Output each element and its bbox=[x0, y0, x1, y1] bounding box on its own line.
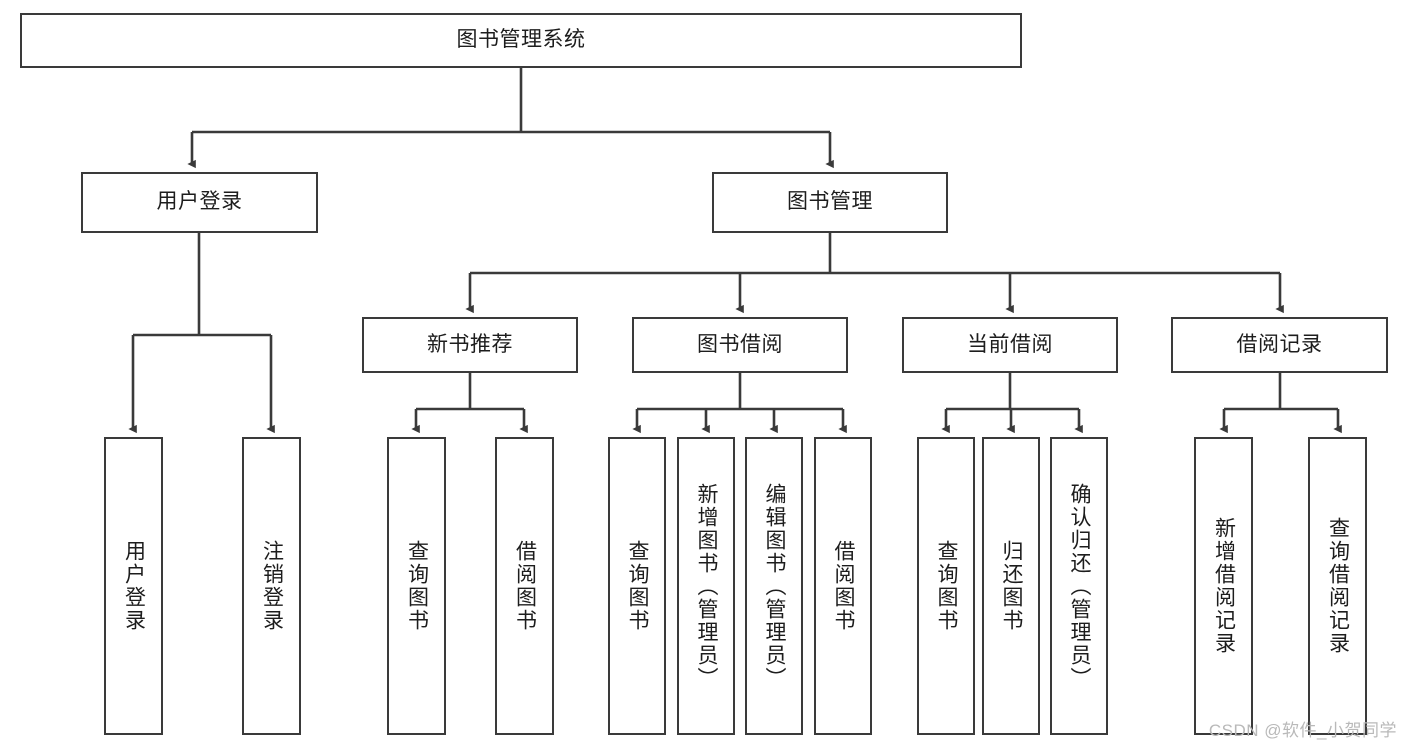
leaf-query-book-3-label: 查询图书 bbox=[935, 540, 959, 632]
leaf-user-login[interactable]: 用户登录 bbox=[104, 437, 163, 735]
node-borrow-record-label: 借阅记录 bbox=[1236, 332, 1323, 356]
node-current-borrow-label: 当前借阅 bbox=[967, 332, 1053, 356]
leaf-add-book[interactable]: 新增图书（管理员） bbox=[677, 437, 735, 735]
leaf-add-book-label: 新增图书（管理员） bbox=[695, 482, 719, 690]
leaf-query-book-1[interactable]: 查询图书 bbox=[387, 437, 446, 735]
leaf-confirm-return-label: 确认归还（管理员） bbox=[1068, 482, 1092, 690]
leaf-return-book[interactable]: 归还图书 bbox=[982, 437, 1040, 735]
leaf-user-login-label: 用户登录 bbox=[122, 540, 146, 632]
node-borrow-record[interactable]: 借阅记录 bbox=[1171, 317, 1388, 373]
leaf-query-book-2[interactable]: 查询图书 bbox=[608, 437, 666, 735]
leaf-borrow-book-2-label: 借阅图书 bbox=[832, 540, 856, 632]
leaf-query-book-3[interactable]: 查询图书 bbox=[917, 437, 975, 735]
leaf-return-book-label: 归还图书 bbox=[1000, 540, 1024, 632]
node-book-manage[interactable]: 图书管理 bbox=[712, 172, 948, 233]
leaf-query-book-2-label: 查询图书 bbox=[626, 540, 650, 632]
node-root[interactable]: 图书管理系统 bbox=[20, 13, 1022, 68]
node-user-login-label: 用户登录 bbox=[156, 190, 243, 214]
node-book-borrow[interactable]: 图书借阅 bbox=[632, 317, 848, 373]
leaf-add-record-label: 新增借阅记录 bbox=[1212, 517, 1236, 655]
leaf-logout[interactable]: 注销登录 bbox=[242, 437, 301, 735]
leaf-borrow-book-2[interactable]: 借阅图书 bbox=[814, 437, 872, 735]
node-new-book-rec[interactable]: 新书推荐 bbox=[362, 317, 578, 373]
node-current-borrow[interactable]: 当前借阅 bbox=[902, 317, 1118, 373]
leaf-logout-label: 注销登录 bbox=[260, 540, 284, 632]
leaf-query-record-label: 查询借阅记录 bbox=[1326, 517, 1350, 655]
node-user-login[interactable]: 用户登录 bbox=[81, 172, 318, 233]
leaf-add-record[interactable]: 新增借阅记录 bbox=[1194, 437, 1253, 735]
leaf-edit-book[interactable]: 编辑图书（管理员） bbox=[745, 437, 803, 735]
leaf-query-record[interactable]: 查询借阅记录 bbox=[1308, 437, 1367, 735]
leaf-borrow-book-1-label: 借阅图书 bbox=[513, 540, 537, 632]
node-book-borrow-label: 图书借阅 bbox=[697, 332, 783, 356]
leaf-query-book-1-label: 查询图书 bbox=[405, 540, 429, 632]
watermark: CSDN @软件_小贺同学 bbox=[1208, 721, 1397, 740]
leaf-confirm-return[interactable]: 确认归还（管理员） bbox=[1050, 437, 1108, 735]
node-new-book-rec-label: 新书推荐 bbox=[427, 332, 513, 356]
leaf-borrow-book-1[interactable]: 借阅图书 bbox=[495, 437, 554, 735]
leaf-edit-book-label: 编辑图书（管理员） bbox=[763, 482, 787, 690]
node-root-label: 图书管理系统 bbox=[456, 28, 586, 52]
node-book-manage-label: 图书管理 bbox=[787, 190, 873, 214]
